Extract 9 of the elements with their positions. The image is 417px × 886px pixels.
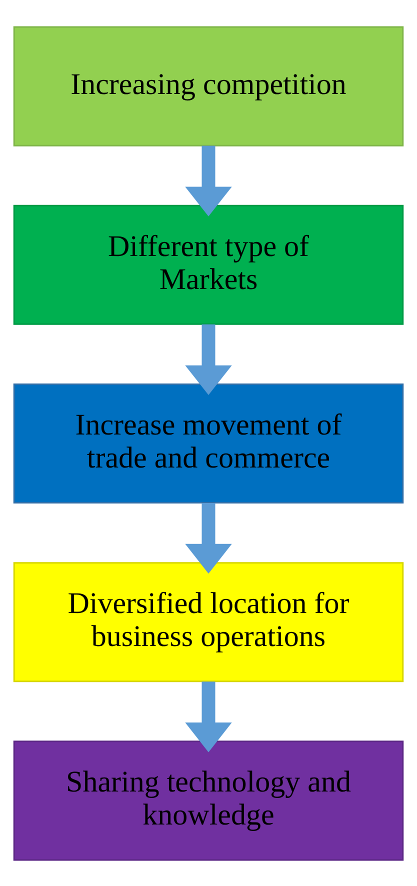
arrow [185,324,232,394]
arrow [185,502,232,574]
node-box: Different type of Markets [13,204,404,324]
node-box: Diversified location for business operations [13,562,404,682]
node-box: Increasing competition [13,26,404,146]
arrow [185,681,232,752]
arrow [185,145,232,216]
node-box: Increase movement of trade and commerce [13,382,404,504]
node-box: Sharing technology and knowledge [13,740,404,860]
